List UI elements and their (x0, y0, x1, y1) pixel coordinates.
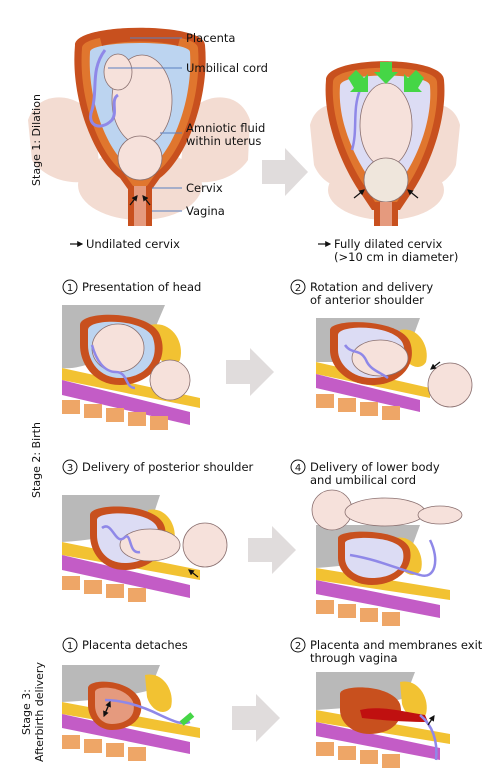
stage2-panel2-illustration (316, 318, 473, 420)
stage2-step4-title-1: Delivery of lower body (310, 460, 440, 474)
stage3-arrow (232, 694, 280, 742)
stage1-undilated-illustration (28, 27, 250, 226)
step-number-circle (62, 279, 78, 295)
stage2-step2-title-2: of anterior shoulder (310, 293, 424, 307)
stage1-side-label: Stage 1: Dilation (30, 94, 43, 186)
stage3-panel2-illustration (316, 672, 450, 768)
stage2-step2-title-1: Rotation and delivery (310, 280, 433, 294)
label-umbilical-cord: Umbilical cord (186, 61, 268, 75)
stage3-panel1-illustration (62, 665, 200, 761)
step-number-circle (62, 637, 78, 653)
stage2-arrow-2 (248, 526, 296, 574)
stage2-step4-number: 4 (295, 463, 301, 474)
stage2-step4-title-2: and umbilical cord (310, 473, 416, 487)
stage1-dilated-illustration (310, 61, 460, 226)
label-amniotic-fluid-1: Amniotic fluid (186, 121, 265, 135)
stage3-side-label-1: Stage 3: (20, 689, 33, 735)
stage2-step1-title: Presentation of head (82, 280, 201, 294)
stage3-step2-number: 2 (295, 641, 301, 652)
label-vagina: Vagina (186, 204, 225, 218)
stage2-side-label: Stage 2: Birth (30, 422, 43, 498)
stage2-step1-number: 1 (67, 283, 73, 294)
caption-undilated-cervix: Undilated cervix (86, 237, 180, 251)
step-number-circle (290, 279, 306, 295)
stage3-step2-title-1: Placenta and membranes exit (310, 638, 483, 652)
stage2-step3-title: Delivery of posterior shoulder (82, 460, 254, 474)
stage3-step1-title: Placenta detaches (82, 638, 188, 652)
caption-dilated-line2: (>10 cm in diameter) (334, 250, 458, 264)
stage1-leader-lines (108, 37, 182, 212)
caption-dilated-line1: Fully dilated cervix (334, 237, 443, 251)
stage2-step3-number: 3 (67, 463, 73, 474)
stage3-step2-title-2: through vagina (310, 651, 398, 665)
label-amniotic-fluid-2: within uterus (186, 134, 261, 148)
label-cervix: Cervix (186, 181, 223, 195)
stage2-panel1-illustration (62, 305, 200, 430)
stage1-transition-arrow (262, 148, 308, 196)
stage2-step2-number: 2 (295, 283, 301, 294)
stage2-panel4-illustration (311, 489, 463, 626)
step-number-circle (290, 637, 306, 653)
stage2-panel3-illustration (62, 495, 228, 602)
step-number-circle (62, 459, 78, 475)
stage3-step1-number: 1 (67, 641, 73, 652)
label-placenta: Placenta (186, 31, 235, 45)
step-number-circle (290, 459, 306, 475)
stage2-arrow-1 (226, 348, 274, 396)
stage3-side-label-2: Afterbirth delivery (33, 662, 46, 762)
